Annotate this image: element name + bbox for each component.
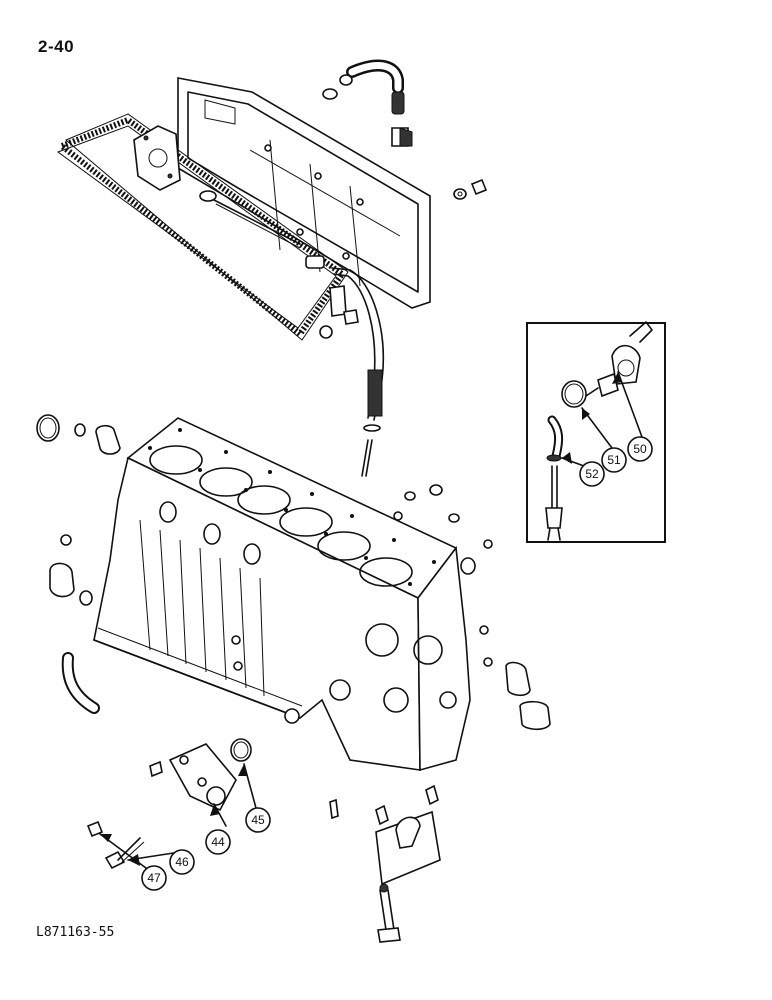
cylinder-block xyxy=(93,417,471,772)
callout-52-label: 52 xyxy=(585,467,599,481)
dipstick-tube xyxy=(305,255,385,477)
water-outlet-housing xyxy=(168,743,237,812)
callout-46: 46 xyxy=(169,849,195,875)
figure-code: L871163-55 xyxy=(36,925,115,940)
rocker-cover xyxy=(177,77,431,309)
callout-44: 44 xyxy=(205,829,231,855)
pipe-plug xyxy=(86,820,104,838)
main-bearing-bolt xyxy=(377,883,401,943)
leader-lines xyxy=(99,371,643,869)
dipstick xyxy=(199,190,301,249)
breather-hose xyxy=(322,59,413,147)
callout-52: 52 xyxy=(579,461,605,487)
callout-51-label: 51 xyxy=(607,453,621,467)
callout-47-label: 47 xyxy=(147,871,161,885)
small-plug-center xyxy=(149,760,163,778)
callout-50-label: 50 xyxy=(633,442,647,456)
callout-51: 51 xyxy=(601,447,627,473)
inset-detail-box xyxy=(526,321,666,543)
right-side-plugs xyxy=(393,484,551,731)
cover-nut-washer xyxy=(453,178,488,200)
left-side-plugs-seals xyxy=(36,414,121,714)
breather-cover-plate xyxy=(133,125,181,191)
page-number: 2-40 xyxy=(38,37,75,56)
callout-45-label: 45 xyxy=(251,813,265,827)
cap-screw xyxy=(104,837,145,870)
dowel-pin xyxy=(329,798,339,820)
main-bearing-cap xyxy=(375,784,441,886)
callout-46-label: 46 xyxy=(175,855,189,869)
callout-44-label: 44 xyxy=(211,835,225,849)
callout-47: 47 xyxy=(141,865,167,891)
rocker-cover-gasket xyxy=(56,113,349,341)
callout-50: 50 xyxy=(627,436,653,462)
callout-45: 45 xyxy=(245,807,271,833)
